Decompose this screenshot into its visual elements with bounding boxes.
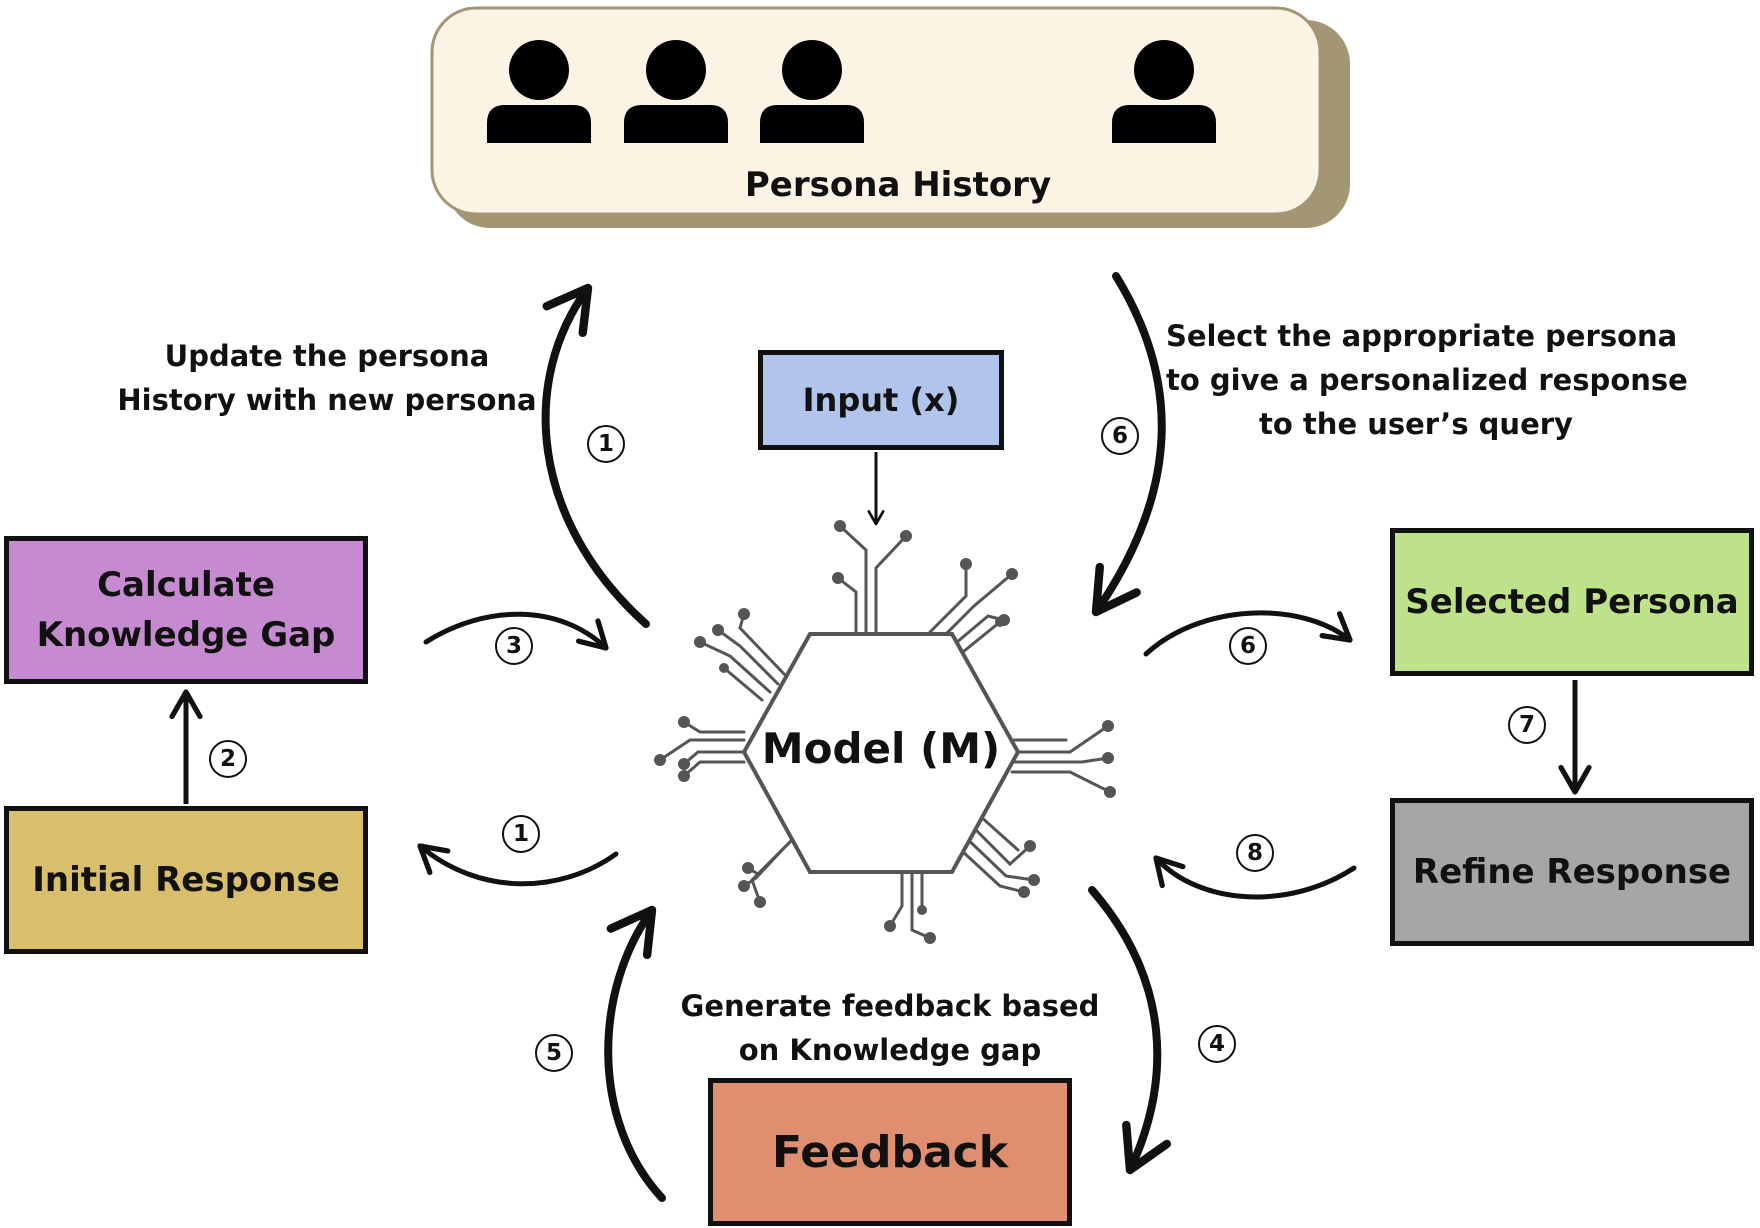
step-update-history: 1 <box>587 425 625 463</box>
step-to-model: 3 <box>495 627 533 665</box>
persona-history-label: Persona History <box>744 165 1052 205</box>
calculate-gap-line2: Knowledge Gap <box>36 615 336 655</box>
select-persona-line3: to the user’s query <box>1259 407 1573 441</box>
select-persona-line1: Select the appropriate persona <box>1166 319 1678 353</box>
initial-response-box: Initial Response <box>4 806 368 954</box>
calculate-gap-line1: Calculate <box>97 565 275 605</box>
refine-response-label: Refine Response <box>1412 852 1732 892</box>
select-persona-annotation: Select the appropriate persona to give a… <box>1166 314 1688 446</box>
step-select-persona: 6 <box>1101 417 1139 455</box>
generate-feedback-line2: on Knowledge gap <box>738 1033 1042 1067</box>
initial-response-label: Initial Response <box>32 860 340 900</box>
arrow-refine-to-model <box>1153 855 1357 900</box>
model-hexagon <box>741 632 1021 874</box>
feedback-label: Feedback <box>772 1126 1008 1178</box>
step-to-selected: 6 <box>1229 627 1267 665</box>
step-from-feedback: 5 <box>535 1034 573 1072</box>
input-box: Input (x) <box>758 350 1004 450</box>
generate-feedback-line1: Generate feedback based <box>680 989 1100 1023</box>
update-history-line1: Update the persona <box>164 339 490 373</box>
person-icon <box>1112 40 1216 143</box>
step-calculate-gap: 2 <box>209 740 247 778</box>
input-label: Input (x) <box>802 381 960 419</box>
feedback-box: Feedback <box>708 1078 1072 1226</box>
update-history-line2: History with new persona <box>117 383 537 417</box>
step-initial-response: 1 <box>502 815 540 853</box>
arrow-model-to-initial <box>417 843 619 887</box>
refine-response-box: Refine Response <box>1390 798 1754 946</box>
arrow-select-persona <box>1091 272 1166 617</box>
generate-feedback-annotation: Generate feedback based on Knowledge gap <box>670 984 1110 1072</box>
step-from-refine: 8 <box>1236 834 1274 872</box>
step-to-feedback: 4 <box>1198 1025 1236 1063</box>
arrow-update-history <box>541 283 650 628</box>
arrow-from-feedback <box>604 905 666 1202</box>
selected-persona-label: Selected Persona <box>1405 582 1739 622</box>
arrow-gap-to-model <box>423 611 609 651</box>
step-to-refine: 7 <box>1508 706 1546 744</box>
select-persona-line2: to give a personalized response <box>1166 363 1688 397</box>
person-icon <box>760 40 864 143</box>
person-icon <box>624 40 728 143</box>
calculate-gap-box: Calculate Knowledge Gap <box>4 536 368 684</box>
selected-persona-box: Selected Persona <box>1390 528 1754 676</box>
person-icon <box>487 40 591 143</box>
arrow-to-feedback <box>1088 886 1172 1175</box>
model-label: Model (M) <box>761 724 1001 773</box>
arrow-model-to-selected <box>1143 610 1353 657</box>
update-history-annotation: Update the persona History with new pers… <box>112 334 542 422</box>
circuit-nodes <box>654 520 1116 944</box>
